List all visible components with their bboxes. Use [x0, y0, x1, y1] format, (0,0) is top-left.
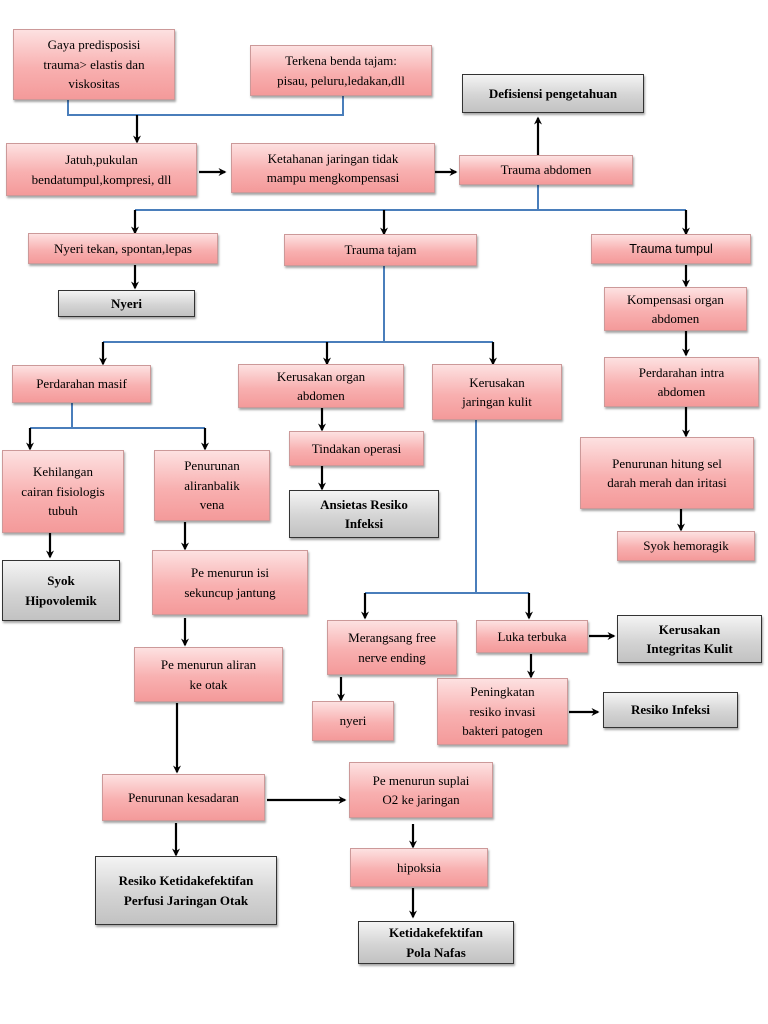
node-perdarahan-masif: Perdarahan masif: [12, 365, 151, 403]
node-kompensasi-organ: Kompensasi organ abdomen: [604, 287, 747, 331]
node-isi-sekuncup-jantung: Pe menurun isi sekuncup jantung: [152, 550, 308, 615]
node-luka-terbuka: Luka terbuka: [476, 620, 588, 653]
node-ansietas-resiko-infeksi: Ansietas Resiko Infeksi: [289, 490, 439, 538]
node-perdarahan-intra: Perdarahan intra abdomen: [604, 357, 759, 407]
node-jatuh-pukulan: Jatuh,pukulan bendatumpul,kompresi, dll: [6, 143, 197, 196]
node-syok-hemoragik: Syok hemoragik: [617, 531, 755, 561]
node-gaya-predisposisi: Gaya predisposisi trauma> elastis dan vi…: [13, 29, 175, 100]
node-suplai-o2: Pe menurun suplai O2 ke jaringan: [349, 762, 493, 818]
node-kerusakan-jaringan-kulit: Kerusakan jaringan kulit: [432, 364, 562, 420]
node-peningkatan-resiko-invasi: Peningkatan resiko invasi bakteri patoge…: [437, 678, 568, 745]
node-resiko-infeksi: Resiko Infeksi: [603, 692, 738, 728]
node-defisiensi-pengetahuan: Defisiensi pengetahuan: [462, 74, 644, 113]
node-penurunan-hitung-sel: Penurunan hitung sel darah merah dan iri…: [580, 437, 754, 509]
node-trauma-tumpul: Trauma tumpul: [591, 234, 751, 264]
node-merangsang-free-nerve: Merangsang free nerve ending: [327, 620, 457, 675]
node-penurunan-aliranbalik: Penurunan aliranbalik vena: [154, 450, 270, 521]
node-terkena-benda-tajam: Terkena benda tajam: pisau, peluru,ledak…: [250, 45, 432, 96]
node-nyeri-tekan: Nyeri tekan, spontan,lepas: [28, 233, 218, 264]
node-nyeri-2: nyeri: [312, 701, 394, 741]
node-ketahanan-jaringan: Ketahanan jaringan tidak mampu mengkompe…: [231, 143, 435, 193]
node-kerusakan-organ: Kerusakan organ abdomen: [238, 364, 404, 408]
node-tindakan-operasi: Tindakan operasi: [289, 431, 424, 466]
node-kerusakan-integritas-kulit: Kerusakan Integritas Kulit: [617, 615, 762, 663]
node-aliran-ke-otak: Pe menurun aliran ke otak: [134, 647, 283, 702]
node-hipoksia: hipoksia: [350, 848, 488, 887]
arrows: [26, 115, 690, 919]
node-ketidakefektifan-pola-nafas: Ketidakefektifan Pola Nafas: [358, 921, 514, 964]
node-penurunan-kesadaran: Penurunan kesadaran: [102, 774, 265, 821]
merge-line-top: [67, 96, 344, 116]
node-kehilangan-cairan: Kehilangan cairan fisiologis tubuh: [2, 450, 124, 533]
node-nyeri: Nyeri: [58, 290, 195, 317]
node-syok-hipovolemik: Syok Hipovolemik: [2, 560, 120, 621]
split-line-perdarahan-masif: [30, 403, 205, 429]
node-trauma-abdomen: Trauma abdomen: [459, 155, 633, 185]
node-trauma-tajam: Trauma tajam: [284, 234, 477, 266]
node-resiko-ketidakefektifan-perfusi: Resiko Ketidakefektifan Perfusi Jaringan…: [95, 856, 277, 925]
